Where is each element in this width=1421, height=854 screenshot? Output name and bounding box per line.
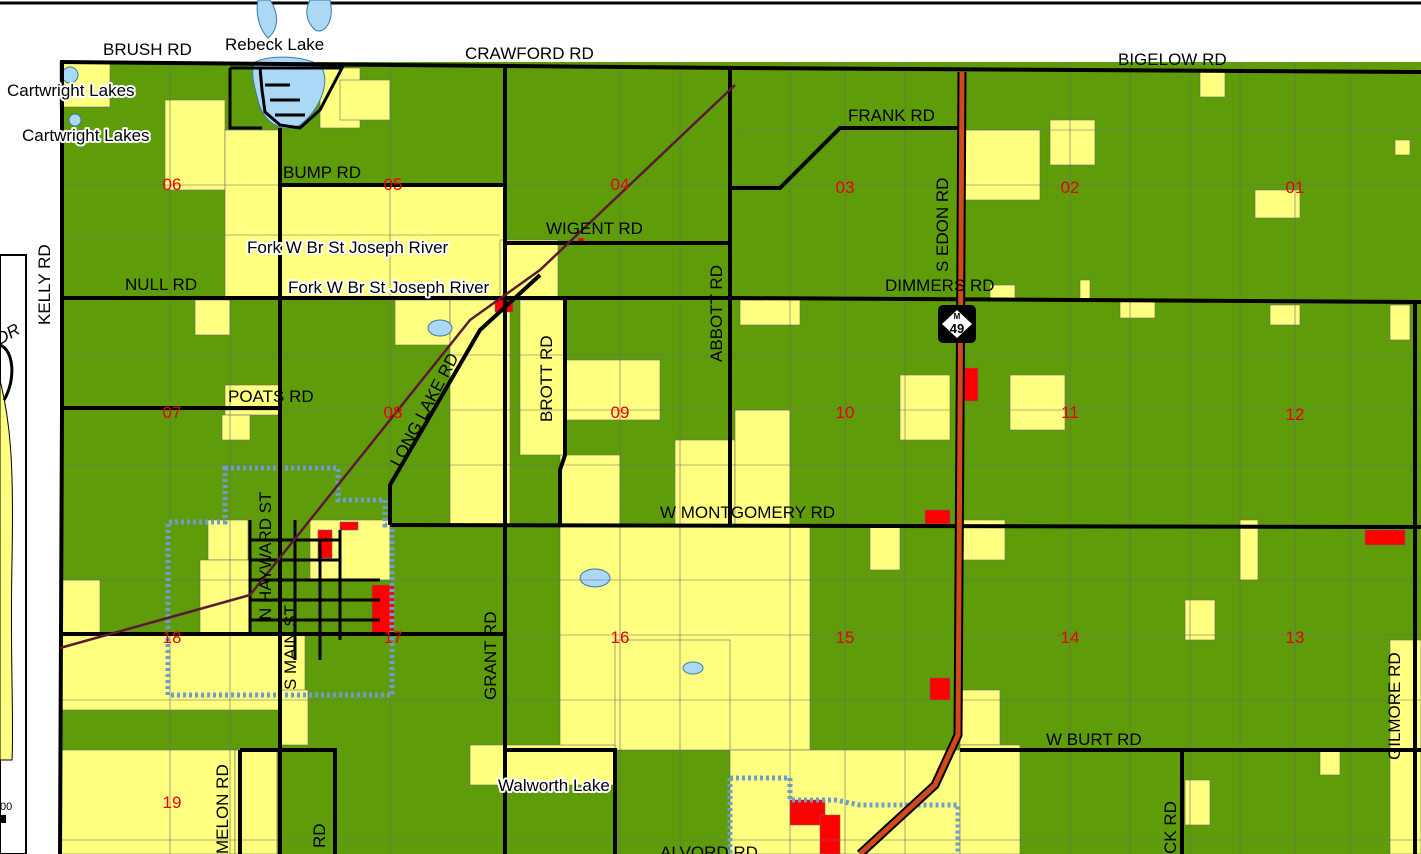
section-14: 14 (1061, 628, 1080, 647)
label-brush-rd: BRUSH RD (103, 40, 192, 59)
label-n-hayward-st: N HAYWARD ST (256, 492, 275, 620)
water-labels: Rebeck Lake Cartwright Lakes Cartwright … (5, 33, 612, 797)
label-dimmers-rd: DIMMERS RD (885, 276, 995, 295)
section-13: 13 (1286, 628, 1305, 647)
label-bump-rd: BUMP RD (283, 163, 361, 182)
label-brott-rd: BROTT RD (537, 335, 556, 422)
section-09: 09 (611, 403, 630, 422)
label-abbott-rd: ABBOTT RD (707, 265, 726, 362)
section-07: 07 (163, 403, 182, 422)
section-05: 05 (384, 175, 403, 194)
label-alvord-rd: ALVORD RD (660, 843, 758, 854)
section-11: 11 (1061, 403, 1079, 422)
label-rd-short: RD (310, 823, 329, 848)
label-kelly-rd: KELLY RD (35, 244, 54, 325)
label-frank-rd: FRANK RD (848, 106, 935, 125)
label-poats-rd: POATS RD (228, 387, 314, 406)
label-walworth-lake: Walworth Lake (498, 776, 610, 795)
label-grant-rd: GRANT RD (481, 612, 500, 700)
section-18: 18 (163, 628, 182, 647)
section-17: 17 (384, 628, 403, 647)
label-rebeck-lake: Rebeck Lake (225, 35, 324, 54)
section-04: 04 (611, 175, 630, 194)
railroad (59, 84, 736, 650)
label-w-montgomery-rd: W MONTGOMERY RD (660, 503, 835, 522)
section-12: 12 (1286, 405, 1305, 424)
town-street-grid (248, 520, 380, 660)
label-crawford-rd: CRAWFORD RD (465, 44, 594, 63)
label-cartwright-lakes-1: Cartwright Lakes (7, 81, 135, 100)
section-06: 06 (163, 175, 182, 194)
section-numbers: 06 05 04 03 02 01 07 08 09 10 11 12 18 1… (163, 175, 1305, 812)
label-s-main-st: S MAIN ST (281, 605, 300, 690)
major-roads (58, 60, 1421, 854)
label-wigent-rd: WIGENT RD (546, 219, 643, 238)
label-melon-rd: MELON RD (213, 764, 232, 854)
michigan-route-shield-icon: M 49 (938, 305, 976, 343)
inset-map: 00 (0, 254, 27, 854)
section-03: 03 (836, 178, 855, 197)
svg-text:49: 49 (950, 321, 964, 336)
road-labels: BRUSH RD CRAWFORD RD BIGELOW RD FRANK RD… (103, 40, 1227, 854)
section-15: 15 (836, 628, 855, 647)
section-16: 16 (611, 628, 630, 647)
label-gilmore-rd: GILMORE RD (1385, 652, 1404, 760)
svg-text:M: M (954, 312, 961, 321)
water-bodies (61, 0, 704, 675)
section-19: 19 (163, 793, 182, 812)
label-w-burt-rd: W BURT RD (1046, 730, 1142, 749)
section-08: 08 (384, 403, 403, 422)
label-null-rd: NULL RD (125, 275, 197, 294)
label-s-edon-rd: S EDON RD (933, 178, 952, 272)
lake-subdivision-roads (228, 66, 345, 130)
label-fork-river-1: Fork W Br St Joseph River (247, 238, 449, 257)
label-ck-rd: CK RD (1161, 801, 1180, 854)
section-10: 10 (836, 403, 855, 422)
inset-scale-text: 00 (0, 801, 12, 813)
label-bigelow-rd: BIGELOW RD (1118, 50, 1227, 69)
label-cartwright-lakes-2: Cartwright Lakes (22, 126, 150, 145)
highway-m49 (856, 71, 967, 854)
section-01: 01 (1286, 178, 1305, 197)
section-02: 02 (1061, 178, 1080, 197)
label-fork-river-2: Fork W Br St Joseph River (288, 278, 490, 297)
